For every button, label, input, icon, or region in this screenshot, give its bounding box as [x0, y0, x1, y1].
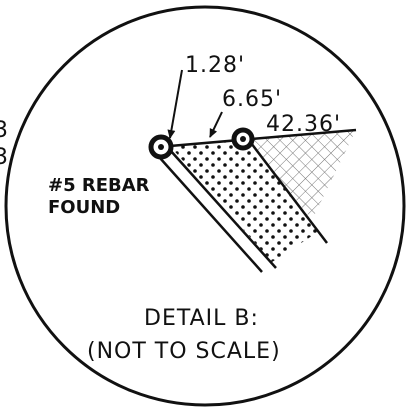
dimension-label-b: 6.65' — [222, 87, 282, 112]
dimension-label-c: 42.36' — [266, 112, 341, 137]
boundary-line-top — [169, 128, 357, 148]
rebar-callout-line1: #5 REBAR — [48, 175, 150, 196]
boundary-line-right — [247, 138, 328, 244]
crosshatch-region — [248, 130, 356, 220]
rebar-callout-line2: FOUND — [48, 197, 120, 218]
detail-scale-note: (NOT TO SCALE) — [87, 339, 281, 364]
detail-title: DETAIL B: — [144, 306, 259, 331]
dimension-label-a: 1.28' — [185, 53, 245, 78]
dotted-region — [170, 139, 318, 262]
leader-arrow-dim-b — [209, 111, 223, 138]
detail-circle — [4, 5, 406, 407]
corner-monument-marker — [231, 127, 255, 151]
clipped-text-fragment-lower: 3 — [0, 145, 9, 170]
boundary-line-left-inner — [169, 149, 277, 269]
boundary-line-left-outer — [159, 157, 263, 273]
rebar-monument-marker — [148, 134, 174, 160]
leader-arrow-dim-a — [167, 69, 183, 139]
clipped-text-fragment-upper: 3 — [0, 118, 9, 143]
